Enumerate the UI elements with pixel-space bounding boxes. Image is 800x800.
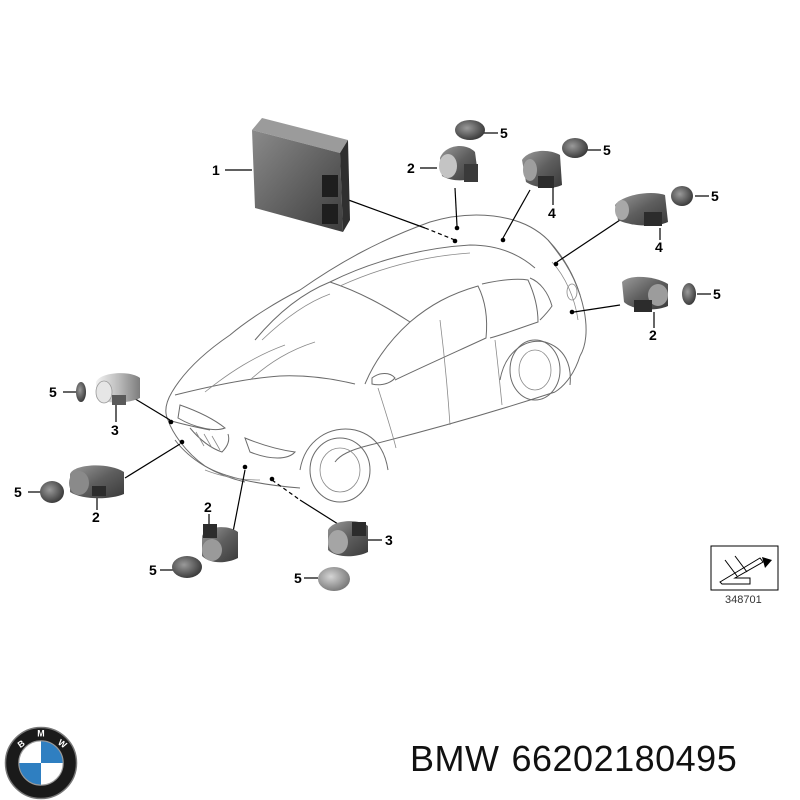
callout-c5a: 5 [500, 125, 508, 141]
cap-part-top-a [455, 120, 485, 140]
sensor-part-rear-4 [615, 193, 668, 226]
leader-lines [28, 132, 711, 579]
sensor-part-front-2a [69, 465, 124, 499]
svg-text:B: B [16, 738, 27, 750]
reference-code: 348701 [725, 594, 762, 606]
cap-part-rear-a [671, 186, 693, 206]
sensor-part-top-4 [522, 150, 562, 188]
cap-part-front-c [172, 556, 202, 578]
sensor-part-front-3b [328, 521, 368, 557]
part-caption: BMW 66202180495 [410, 738, 795, 788]
reference-box [710, 545, 779, 591]
callout-c5g: 5 [149, 562, 157, 578]
svg-text:M: M [37, 728, 44, 738]
callout-c2a: 2 [407, 160, 415, 176]
callout-c1: 1 [212, 162, 220, 178]
callout-c5b: 5 [603, 142, 611, 158]
cap-part-rear-b [682, 283, 696, 305]
callout-c4b: 4 [655, 239, 663, 255]
control-unit-part [252, 118, 350, 232]
callout-c2b: 2 [649, 327, 657, 343]
callout-c5f: 5 [14, 484, 22, 500]
callout-c5d: 5 [713, 286, 721, 302]
callout-c5e: 5 [49, 384, 57, 400]
callout-c2d: 2 [204, 499, 212, 515]
sensor-part-top-2 [439, 146, 478, 182]
callout-c3b: 3 [385, 532, 393, 548]
bmw-logo: B M W [4, 726, 78, 800]
car-outline [165, 214, 587, 503]
part-number: 66202180495 [511, 738, 738, 779]
cap-part-front-a [76, 382, 86, 402]
callout-c5h: 5 [294, 570, 302, 586]
brand-label: BMW [410, 738, 500, 779]
sensor-part-front-2b [202, 524, 238, 563]
sensor-part-front-3a [95, 373, 140, 405]
cap-part-top-b [562, 138, 588, 158]
sensor-part-rear-2 [622, 276, 668, 312]
callout-c5c: 5 [711, 188, 719, 204]
cap-part-front-b [40, 481, 64, 503]
cap-part-front-d [318, 567, 350, 591]
callout-c4a: 4 [548, 205, 556, 221]
callout-c2c: 2 [92, 509, 100, 525]
callout-c3a: 3 [111, 422, 119, 438]
